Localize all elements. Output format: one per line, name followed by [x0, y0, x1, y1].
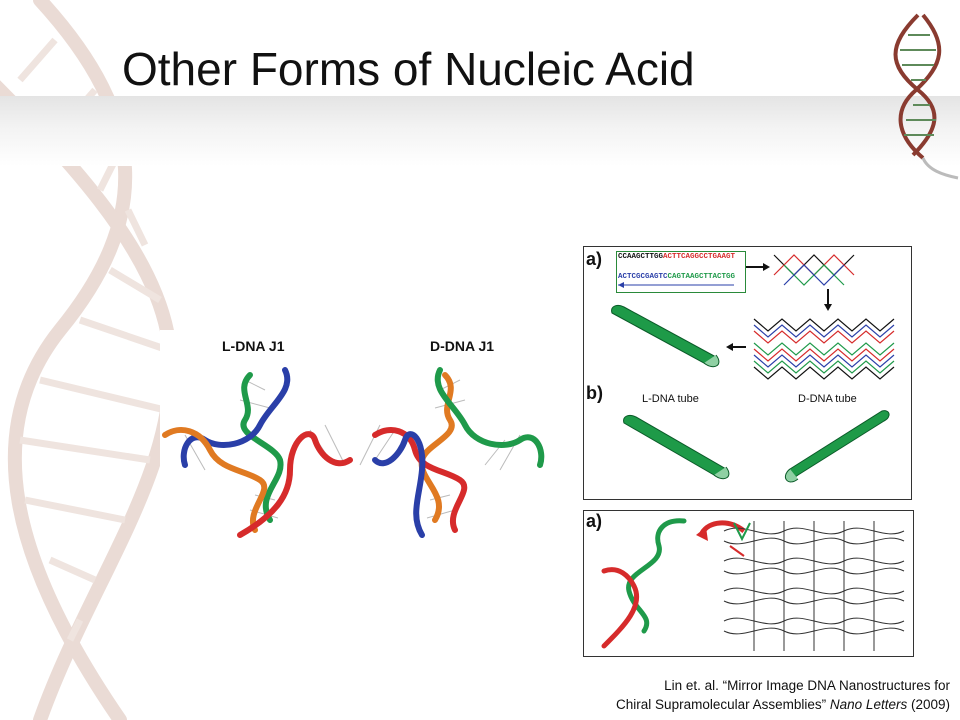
panel-a-label: a): [586, 249, 603, 269]
citation-line-1: Lin et. al. “Mirror Image DNA Nanostruct…: [664, 678, 950, 693]
citation-paper-title: Chiral Supramolecular Assemblies”: [616, 697, 827, 712]
l-dna-label: L-DNA J1: [222, 338, 285, 354]
header-band: [0, 96, 960, 166]
seq-top-black: CCAAGCTTGG: [618, 253, 664, 261]
tube-right: [785, 410, 890, 483]
citation-line-2: Chiral Supramolecular Assemblies” Nano L…: [548, 695, 950, 714]
seq-bottom-green: CAGTAAGCTTACTGG: [667, 273, 736, 281]
dna-junction-figure: L-DNA J1 D-DNA J1: [160, 330, 565, 545]
panel-b-label: b): [586, 383, 603, 403]
nanotube-assembly-panel: a) b) CCAAGCTTGGACTTCAGGCCTGAAGT ACTCGCG…: [583, 246, 912, 500]
l-dna-tube-label: L-DNA tube: [642, 393, 699, 405]
tube-left: [623, 414, 730, 480]
seq-top-red: ACTTCAGGCCTGAAGT: [663, 253, 736, 261]
seq-bottom-blue: ACTCGCGAGTC: [618, 273, 668, 281]
citation: Lin et. al. “Mirror Image DNA Nanostruct…: [548, 676, 950, 714]
sequence-box: [616, 251, 746, 293]
citation-journal: Nano Letters: [829, 697, 908, 712]
lattice-panel: a): [583, 510, 914, 657]
d-dna-label: D-DNA J1: [430, 338, 495, 354]
nanotube-diagram: [611, 254, 895, 483]
slide-title: Other Forms of Nucleic Acid: [122, 43, 695, 95]
tube-top: [611, 304, 720, 368]
lattice-diagram: [601, 518, 905, 651]
panel-a-label-bottom: a): [586, 511, 603, 531]
citation-year: (2009): [910, 697, 950, 712]
sequence-top: CCAAGCTTGGACTTCAGGCCTGAAGT: [618, 253, 735, 261]
sequence-bottom: ACTCGCGAGTCCAGTAAGCTTACTGG: [618, 273, 735, 281]
d-dna-tube-label: D-DNA tube: [798, 393, 857, 405]
dna-junction-models: [162, 367, 545, 538]
corner-helix-icon: [893, 13, 959, 180]
